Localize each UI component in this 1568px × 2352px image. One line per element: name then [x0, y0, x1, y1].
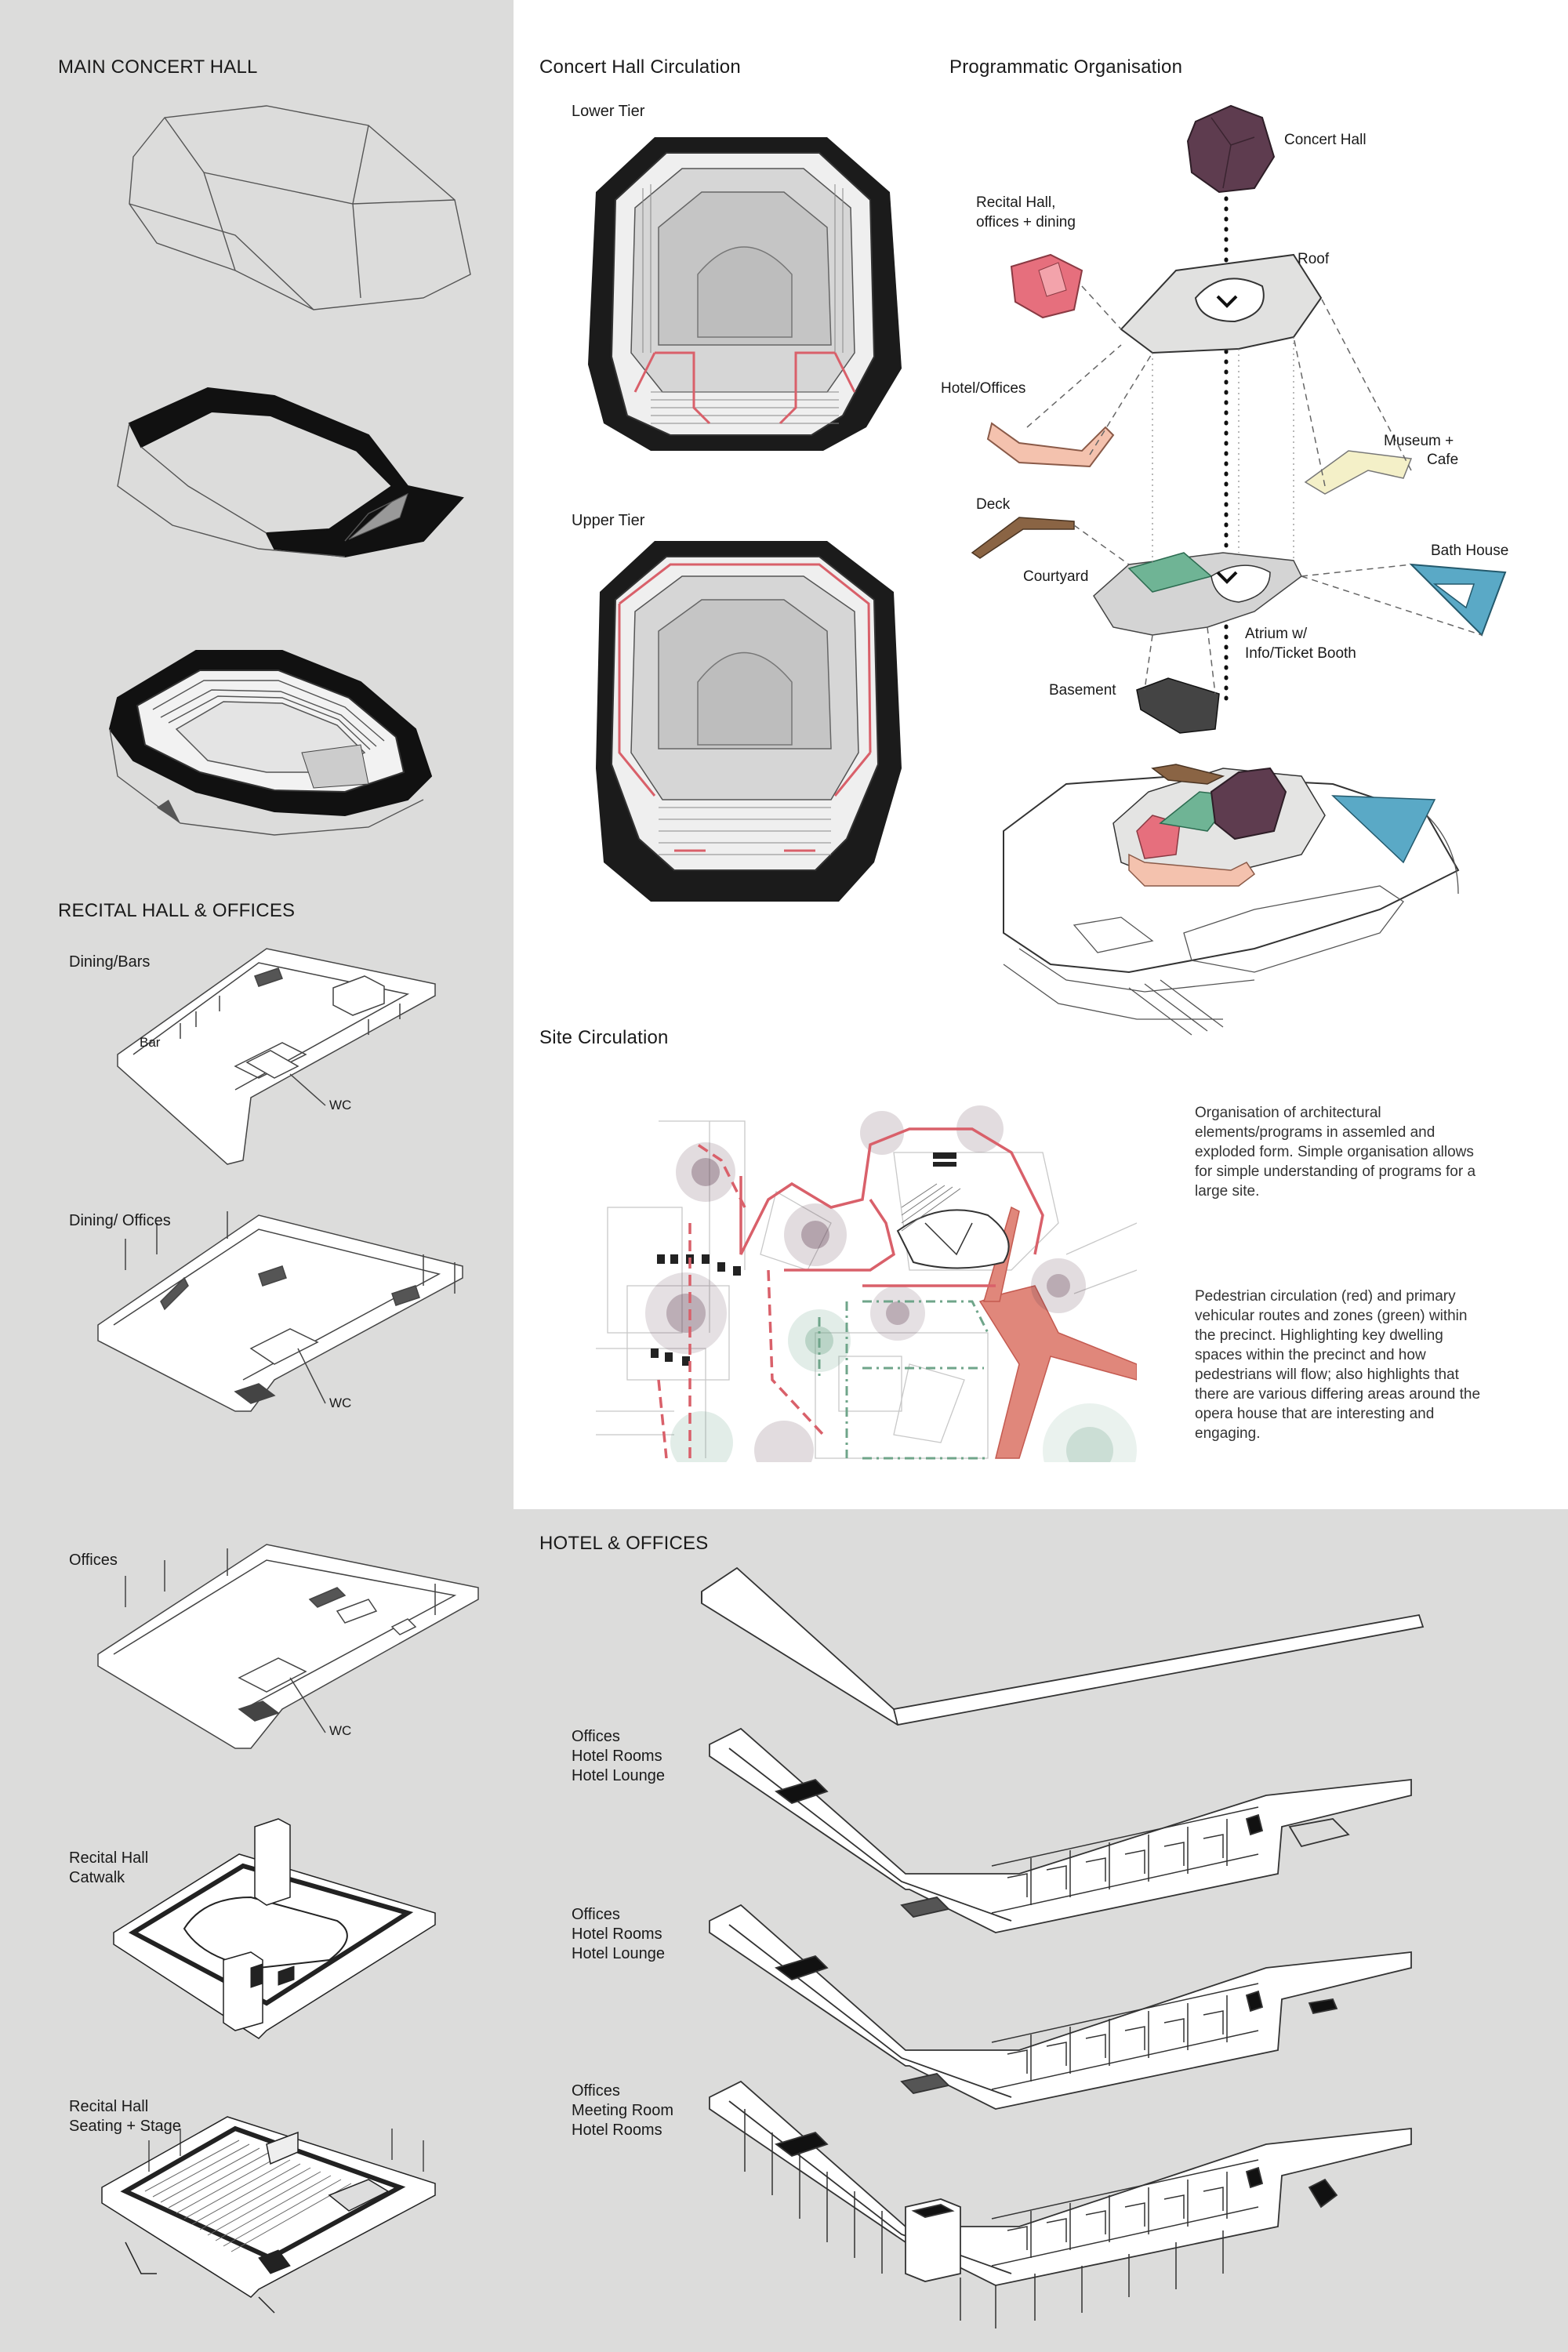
label-deck: Deck — [976, 496, 1011, 513]
label-museum-1: Museum + — [1384, 433, 1454, 449]
hotel-level1-line3: Hotel Lounge — [572, 1767, 665, 1784]
label-basement: Basement — [1049, 682, 1116, 699]
upper-tier-plan — [596, 541, 902, 902]
hotel-level1-line2: Hotel Rooms — [572, 1748, 662, 1765]
hotel-level-3 — [709, 2080, 1412, 2328]
label-offices: Offices — [69, 1552, 118, 1569]
dining-offices-plan — [97, 1211, 463, 1412]
label-bath-house: Bath House — [1431, 543, 1509, 559]
hotel-roof-slab — [701, 1566, 1425, 1726]
dining-bars-plan — [117, 948, 436, 1165]
concert-hall-circulation-title: Concert Hall Circulation — [539, 56, 741, 78]
hotel-offices-volume — [986, 422, 1115, 468]
dwelling-zones — [645, 1105, 1137, 1462]
organisation-description: Organisation of architectural elements/p… — [1195, 1105, 1476, 1200]
hotel-level3-line2: Meeting Room — [572, 2102, 674, 2119]
basement-volume — [1136, 677, 1220, 734]
hotel-level2-line1: Offices — [572, 1906, 620, 1923]
pedestrian-routes — [657, 1127, 1044, 1459]
label-concert-hall: Concert Hall — [1284, 132, 1367, 148]
site-circulation-title: Site Circulation — [539, 1027, 669, 1048]
lower-tier-plan — [588, 137, 902, 451]
label-atrium-1: Atrium w/ — [1245, 626, 1308, 642]
recital-seating-plan — [101, 2116, 436, 2314]
label-roof: Roof — [1298, 251, 1330, 267]
main-concert-hall-title: MAIN CONCERT HALL — [58, 56, 258, 78]
vehicular-routes — [818, 1300, 989, 1460]
offices-plan — [97, 1544, 479, 1749]
programmatic-organisation-title: Programmatic Organisation — [949, 56, 1183, 78]
hotel-level2-line3: Hotel Lounge — [572, 1945, 665, 1962]
label-recital-catwalk-2: Catwalk — [69, 1869, 125, 1886]
label-recital-catwalk-1: Recital Hall — [69, 1849, 149, 1867]
label-bar: Bar — [140, 1035, 161, 1050]
label-museum-2: Cafe — [1427, 452, 1459, 468]
label-wc-1: WC — [329, 1098, 352, 1112]
concert-hall-bowl — [108, 650, 433, 836]
hotel-level-1 — [709, 1727, 1412, 1933]
hotel-level3-line1: Offices — [572, 2082, 620, 2100]
label-recital-seating-2: Seating + Stage — [69, 2118, 181, 2135]
label-recital-hall-1: Recital Hall, — [976, 194, 1056, 211]
recital-catwalk-plan — [113, 1818, 436, 2039]
label-hotel-offices: Hotel/Offices — [941, 380, 1026, 397]
label-recital-hall-2: offices + dining — [976, 214, 1076, 230]
hotel-level-2 — [709, 1904, 1412, 2110]
concert-hall-wireframe — [129, 105, 471, 310]
hotel-level3-line3: Hotel Rooms — [572, 2122, 662, 2139]
museum-volume — [1304, 450, 1413, 495]
assembled-massing — [1003, 764, 1460, 1036]
concert-hall-volume — [1186, 104, 1276, 194]
label-dining-offices: Dining/ Offices — [69, 1212, 171, 1229]
deck-volume — [971, 517, 1075, 559]
label-courtyard: Courtyard — [1023, 568, 1089, 585]
recital-hall-offices-title: RECITAL HALL & OFFICES — [58, 900, 296, 921]
label-wc-2: WC — [329, 1396, 352, 1410]
upper-tier-label: Upper Tier — [572, 512, 645, 529]
pedestrian-description: Pedestrian circulation (red) and primary… — [1195, 1288, 1481, 1442]
hotel-level2-line2: Hotel Rooms — [572, 1926, 662, 1943]
concert-hall-ring — [117, 387, 464, 558]
hotel-offices-title: HOTEL & OFFICES — [539, 1533, 709, 1554]
label-atrium-2: Info/Ticket Booth — [1245, 645, 1356, 662]
label-dining-bars: Dining/Bars — [69, 953, 151, 971]
lower-tier-label: Lower Tier — [572, 103, 645, 120]
label-wc-3: WC — [329, 1723, 352, 1738]
hotel-level1-line1: Offices — [572, 1728, 620, 1745]
label-recital-seating-1: Recital Hall — [69, 2098, 149, 2115]
